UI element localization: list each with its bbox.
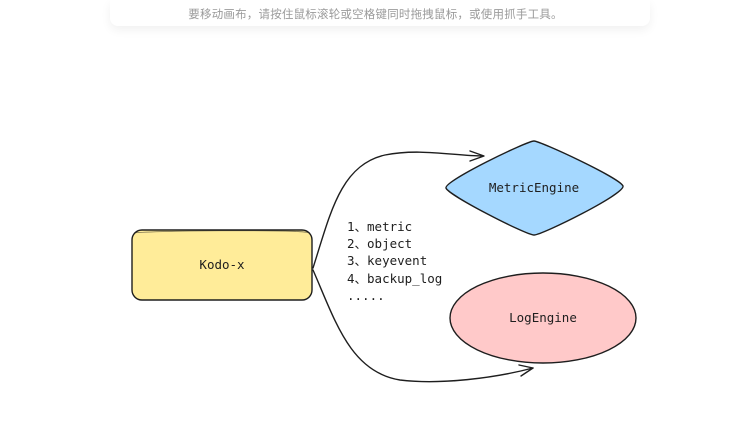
log-engine-node[interactable]: LogEngine <box>449 272 637 364</box>
edge-label-line-1: 1、metric <box>347 219 412 234</box>
log-engine-shape[interactable] <box>449 272 637 364</box>
edge-label-line-2: 2、object <box>347 236 412 251</box>
edge-label-line-3: 3、keyevent <box>347 253 427 268</box>
kodo-x-label: Kodo-x <box>199 257 245 272</box>
kodo-x-shape[interactable] <box>131 229 313 301</box>
edge-label-line-5: ..... <box>347 288 385 303</box>
canvas-hint-bar <box>110 0 650 26</box>
metric-engine-shape[interactable] <box>445 140 624 236</box>
metric-engine-node[interactable]: MetricEngine <box>445 140 624 236</box>
arrow-to-log-engine[interactable] <box>312 269 534 383</box>
metric-engine-label: MetricEngine <box>489 180 579 195</box>
log-engine-label: LogEngine <box>509 310 577 325</box>
arrow-to-metric-engine[interactable] <box>312 150 485 269</box>
edge-label[interactable]: 1、metric 2、object 3、keyevent 4、backup_lo… <box>347 219 442 303</box>
kodo-x-node[interactable]: Kodo-x <box>131 229 313 301</box>
edge-label-line-4: 4、backup_log <box>347 271 442 286</box>
canvas-navigation-hint: 要移动画布，请按住鼠标滚轮或空格键同时拖拽鼠标，或使用抓手工具。 <box>188 7 563 21</box>
